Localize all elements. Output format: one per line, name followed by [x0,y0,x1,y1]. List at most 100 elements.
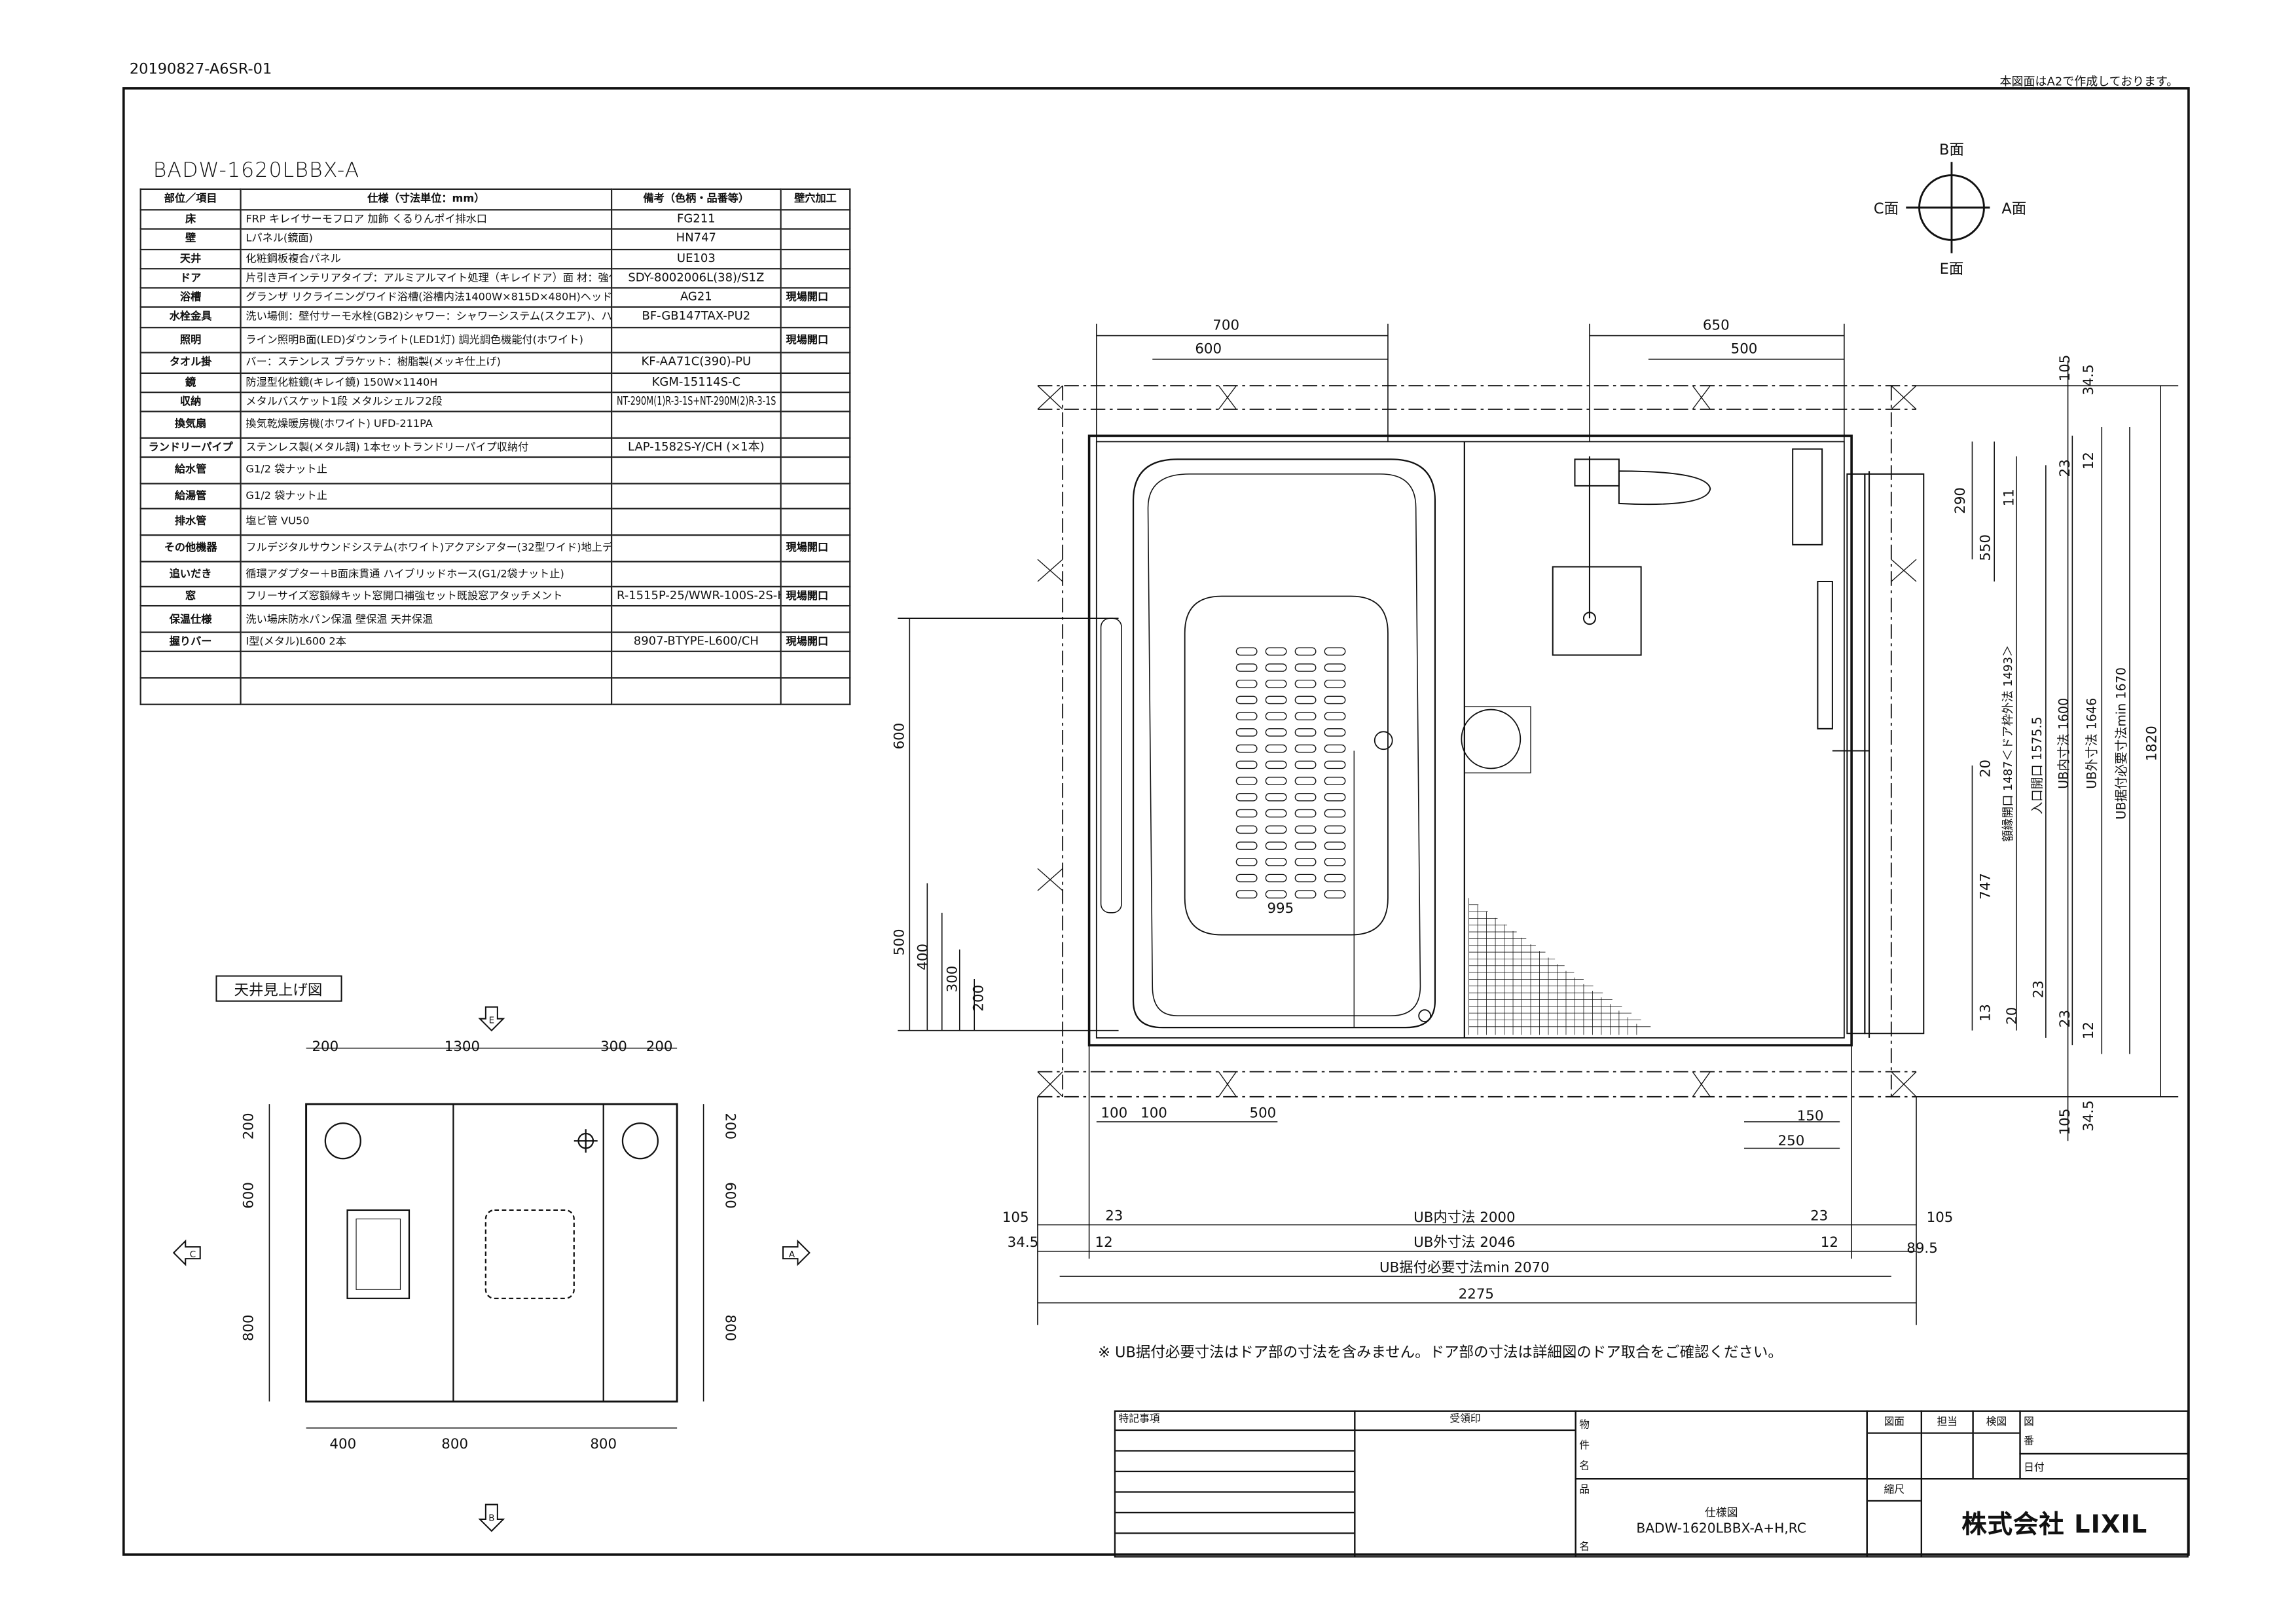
spec-cell [240,676,613,705]
grip-slot [1235,890,1258,899]
note-cell: BF-GB147TAX-PU2 [610,306,782,328]
dim-label: 12 [1821,1234,1838,1251]
note-cell: SDY-8002006L(38)/S1Z [610,267,782,289]
product-name: BADW-1620LBBX-A+H,RC [1636,1522,1806,1538]
spec-table-header: 部位／項目 仕様（寸法単位：mm） 備考（色柄・品番等） 壁穴加工 [139,188,851,211]
downlight-icon [324,1122,361,1160]
note-cell [610,651,782,679]
wall-hole-cell: 現場開口 [780,287,851,308]
spec-cell-line: アクアシアター(32型ワイド)地上デジタル浴室テレビ [444,540,610,554]
dim-label: 34.5 [1008,1234,1039,1251]
shelf [1792,448,1833,729]
note-cell: KF-AA71C(390)-PU [610,352,782,374]
grip-slot [1324,663,1346,672]
wall-hole-cell [780,456,851,485]
note-cell [610,676,782,705]
dim-label: 20 [2004,1007,2020,1025]
spec-cell: 片引き戸インテリアタイプ：アルミアルマイト処理（キレイドア）面 材：強化ガラス(… [240,267,613,289]
product-label: 品 [1579,1484,1590,1496]
grip-slot [1265,809,1287,818]
wall-hole-cell: 現場開口 [780,631,851,653]
spec-cell-line: ランドリーパイプ収納付 [412,439,529,454]
spec-cell-line: メタルバスケット1段 メタルシェルフ2段 [246,394,443,408]
spec-cell [240,651,613,679]
spec-row: 換気扇換気乾燥暖房機(ホワイト) UFD-211PA [139,411,851,439]
spec-row: その他機器フルデジタルサウンドシステム(ホワイト)アクアシアター(32型ワイド)… [139,534,851,562]
dim-label: 105 [2057,1109,2073,1135]
arrow-label: C [190,1249,196,1260]
grip-slot [1324,760,1346,769]
note-cell [610,508,782,536]
dim-label: 12 [1095,1234,1112,1251]
dim-label: 2275 [1459,1286,1494,1302]
part-cell: 床 [139,209,242,231]
spec-cell-line: 防湿型化粧鏡(キレイ鏡) 150W×1140H [246,375,438,388]
dim-label: 550 [1977,534,1994,561]
arrow-c-icon [172,1239,201,1266]
spec-cell-line: バー：ステンレス ブラケット：樹脂製(メッキ仕上げ) [246,355,501,369]
dim-label: 100 [1101,1105,1127,1121]
grip-slot [1294,841,1317,850]
dim-label: 200 [721,1113,738,1139]
spec-cell-line: G1/2 袋ナット止 [246,462,327,476]
note-cell [610,534,782,562]
spec-cell-line: フリーサイズ窓額縁キット [246,589,373,602]
dim-label: 13 [1977,1004,1994,1022]
dim-label: 200 [241,1113,257,1139]
dim-label: 800 [721,1314,738,1341]
grip-slot [1265,793,1287,802]
part-cell: 鏡 [139,372,242,394]
orientation-compass-icon [1906,162,1990,253]
dim-label: 100 [1140,1105,1167,1121]
dim-label: 300 [600,1039,627,1055]
spec-row: タオル掛バー：ステンレス ブラケット：樹脂製(メッキ仕上げ)KF-AA71C(3… [139,352,851,374]
grip-slot [1324,890,1346,899]
dim-label: 400 [915,944,931,970]
grip-slot [1265,777,1287,785]
part-cell: 追いだき [139,560,242,588]
grip-slot [1235,793,1258,802]
spec-cell-line: ヘッドレスト＜ブラック＞ [580,290,612,304]
arrow-a-icon [782,1239,811,1266]
spec-cell-line: グランザ リクライニングワイド浴槽(浴槽内法1400W×815D×480H) [246,290,581,304]
grip-slot [1324,793,1346,802]
grip-slot [1235,760,1258,769]
model-number: BADW-1620LBBX-A [153,158,360,183]
wall-hole-cell: 現場開口 [780,326,851,354]
spec-cell: バー：ステンレス ブラケット：樹脂製(メッキ仕上げ) [240,352,613,374]
spec-cell-line: 化粧鋼板複合パネル [246,251,341,265]
note-cell: HN747 [610,229,782,250]
note-cell-line: KGM-15114S-C [651,375,741,388]
part-cell: 給湯管 [139,482,242,510]
spec-row: 浴槽グランザ リクライニングワイド浴槽(浴槽内法1400W×815D×480H)… [139,287,851,308]
grip-slot [1294,890,1317,899]
spec-cell-line: シャワー：シャワーシステム(スクエア)、ハンドシャワー(セナ) [403,310,612,323]
spec-cell: Lパネル(鏡面) [240,229,613,250]
receipt-stamp-cell: 受領印 [1354,1410,1576,1558]
dim-label: 995 [1267,900,1294,917]
grip-slot [1265,663,1287,672]
note-cell-line: AG21 [680,290,712,304]
spec-cell-line: 換気乾燥暖房機(ホワイト) UFD-211PA [246,417,433,431]
note-cell: LAP-1582S-Y/CH (×1本) [610,437,782,458]
grip-slot [1324,712,1346,720]
grip-slot [1324,809,1346,818]
grip-slot [1294,809,1317,818]
grip-slot [1324,744,1346,753]
dim-label: 34.5 [2081,364,2097,396]
spec-cell-line: 面 材：強化ガラス(浴室側) MDF化粧シート貼(脱衣室側) [562,270,610,284]
spec-cell-line: フルデジタルサウンドシステム(ホワイト) [246,540,445,554]
dim-label: UB外寸法 1646 [2084,698,2099,789]
dim-label: 747 [1977,873,1994,900]
dim-label: 23 [2030,980,2047,998]
sheet-border [122,87,2190,1556]
ceiling-plan-title: 天井見上げ図 [234,982,322,999]
part-cell: 保温仕様 [139,605,242,633]
note-cell-line: 8907-BTYPE-L600/CH [633,634,759,648]
note-cell-line: FG211 [677,212,716,225]
